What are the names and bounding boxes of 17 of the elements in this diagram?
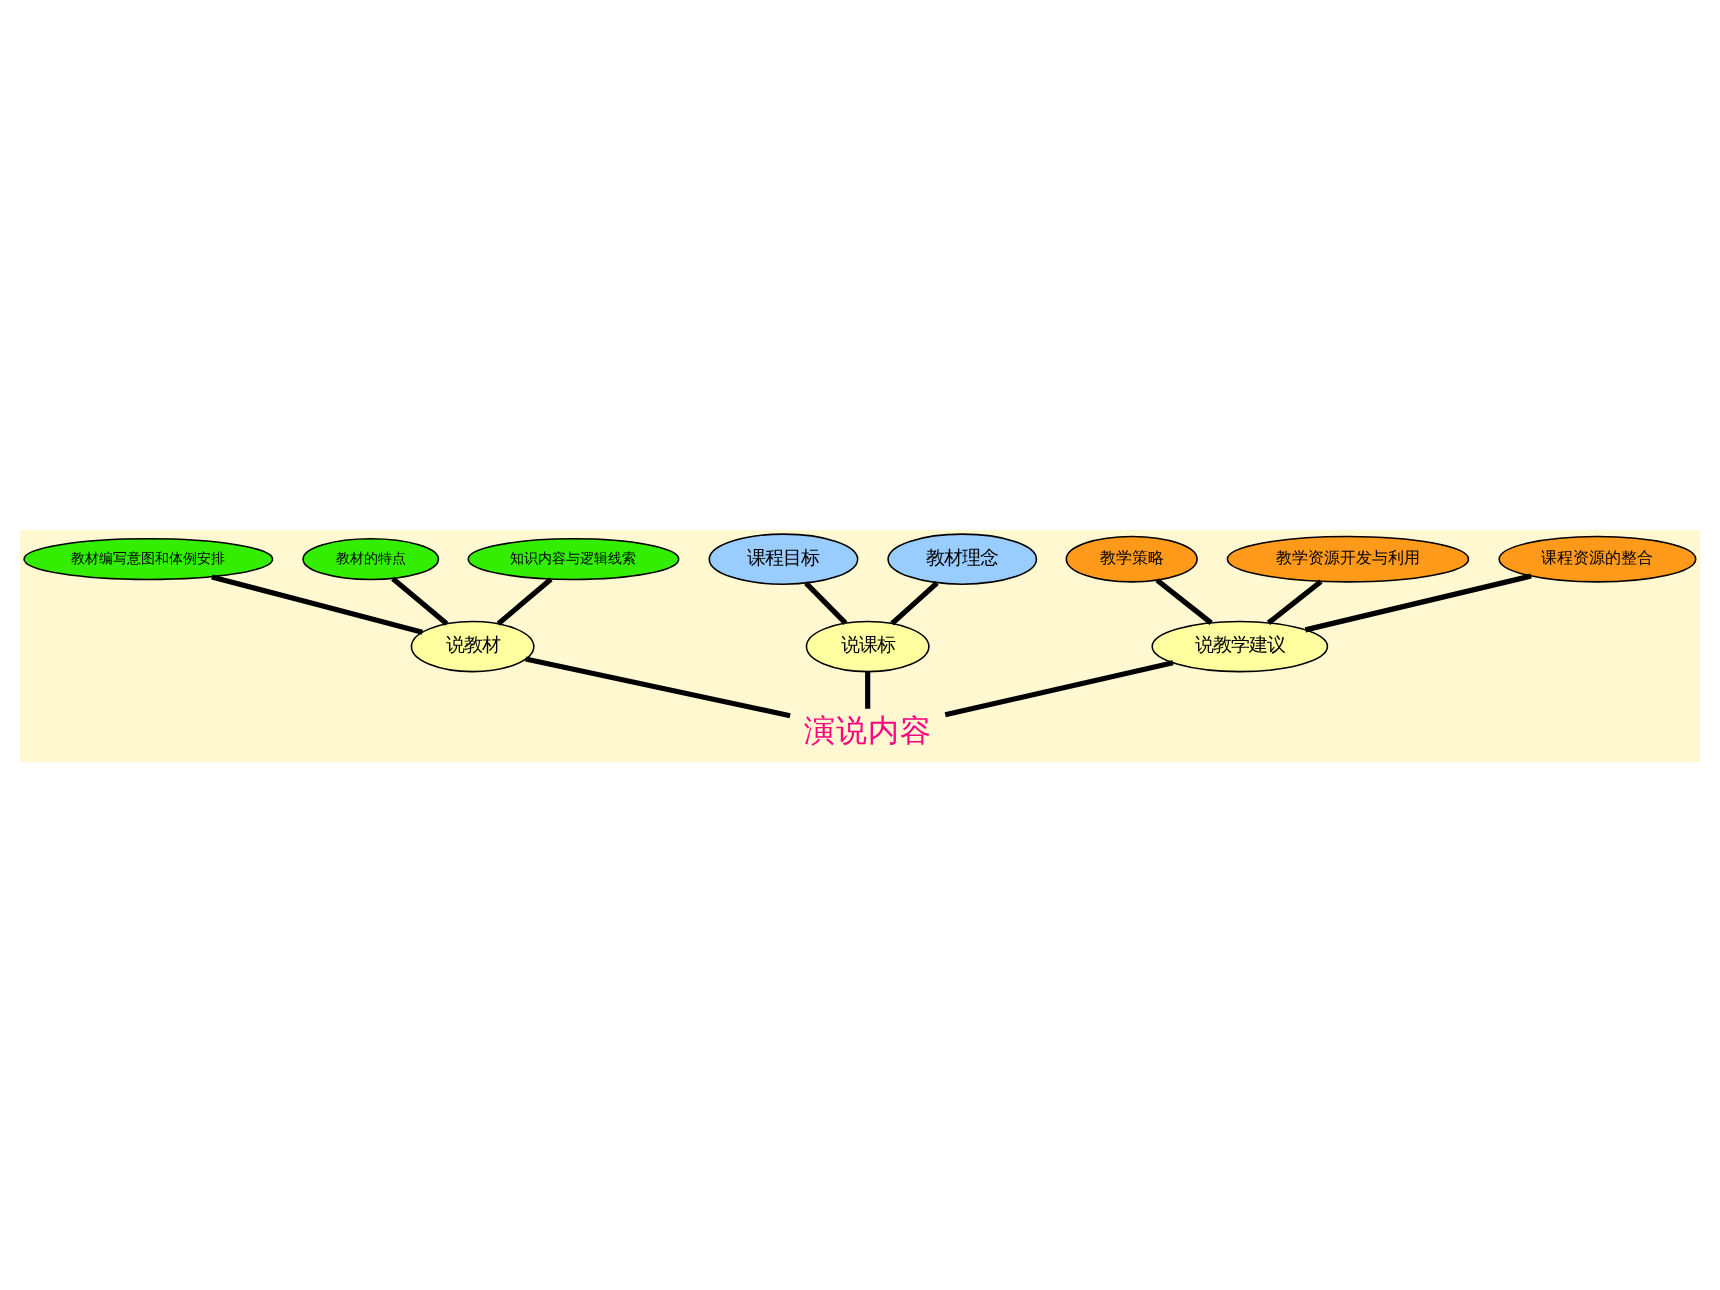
- connector: [525, 655, 791, 718]
- connector: [391, 575, 449, 625]
- connector: [865, 670, 871, 708]
- node-ellipse: 说教材: [410, 619, 535, 672]
- connector: [1304, 572, 1532, 632]
- connector: [1266, 578, 1323, 624]
- node-ellipse: 说教学建议: [1151, 619, 1329, 672]
- connector: [211, 573, 423, 634]
- node-text: 演说内容: [803, 714, 932, 749]
- node-ellipse: 课程目标: [708, 532, 859, 584]
- node-ellipse: 说课标: [805, 619, 930, 672]
- connector: [944, 659, 1174, 717]
- connector: [804, 580, 848, 624]
- connector: [1155, 577, 1213, 624]
- node-ellipse: 教材理念: [887, 532, 1038, 584]
- connector: [890, 580, 939, 625]
- connector: [496, 576, 553, 625]
